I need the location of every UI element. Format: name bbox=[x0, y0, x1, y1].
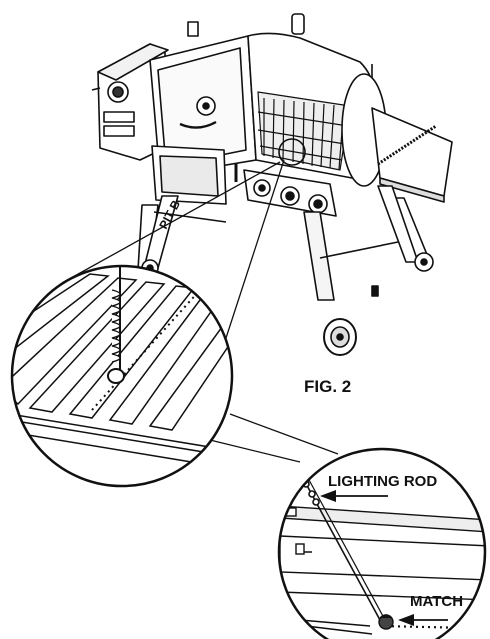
match-label: MATCH bbox=[410, 593, 463, 610]
leader-lines-left bbox=[61, 159, 285, 339]
match-arrowhead bbox=[398, 614, 414, 626]
ignition-hole bbox=[107, 368, 125, 384]
callout-match: MATCH bbox=[398, 593, 463, 626]
smoker-lid bbox=[149, 35, 257, 177]
cooking-grate bbox=[257, 91, 351, 171]
pellet-hopper bbox=[91, 43, 169, 161]
lid-handle bbox=[179, 120, 217, 129]
callout-lighting-rod: LIGHTING ROD bbox=[320, 473, 437, 502]
wheels bbox=[141, 252, 434, 356]
figure-caption: FIG. 2 bbox=[304, 377, 351, 396]
detail-view-grate bbox=[10, 264, 234, 488]
lighting-rod-coil bbox=[111, 266, 121, 370]
digital-controller bbox=[151, 145, 227, 205]
side-shelf bbox=[371, 107, 453, 203]
control-panel bbox=[243, 169, 337, 217]
detail-circle-left bbox=[10, 264, 234, 488]
chimney-cap bbox=[291, 13, 305, 35]
cross-brace bbox=[153, 211, 227, 223]
detail-circle-right bbox=[277, 447, 487, 639]
lighting-rod-label: LIGHTING ROD bbox=[328, 473, 437, 490]
lighting-hole-marker bbox=[278, 138, 306, 166]
leader-lines-right bbox=[209, 413, 339, 463]
match-head bbox=[378, 614, 394, 630]
lighting-rod-arrowhead bbox=[320, 490, 336, 502]
front-legs bbox=[143, 185, 419, 301]
grill-illustration: PIT B bbox=[91, 13, 453, 356]
grill-barrel bbox=[247, 32, 387, 187]
